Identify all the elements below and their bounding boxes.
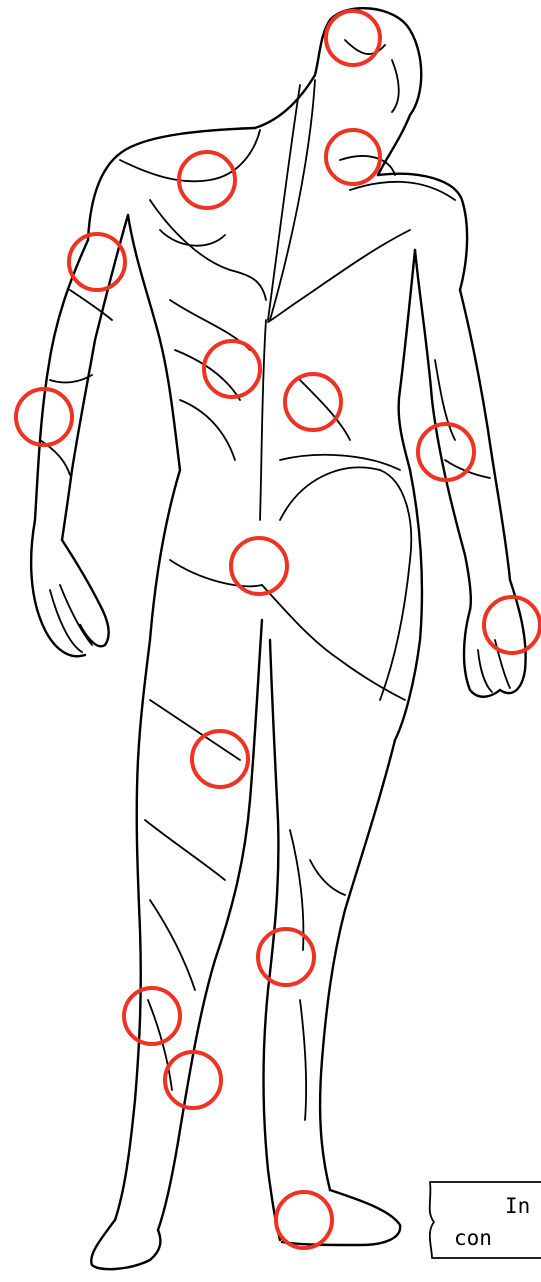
marker-lower-back-right <box>285 374 341 430</box>
marker-head-back <box>326 11 380 65</box>
marker-left-calf <box>124 988 180 1044</box>
marker-right-wrist <box>484 597 540 653</box>
marker-right-heel <box>276 1192 332 1248</box>
note-box: In con <box>430 1182 541 1258</box>
note-line-1: In <box>505 1194 530 1218</box>
note-line-2: con <box>454 1226 492 1250</box>
marker-right-knee-back <box>258 929 314 985</box>
marker-right-forearm <box>418 424 474 480</box>
body-outline <box>31 8 526 1269</box>
